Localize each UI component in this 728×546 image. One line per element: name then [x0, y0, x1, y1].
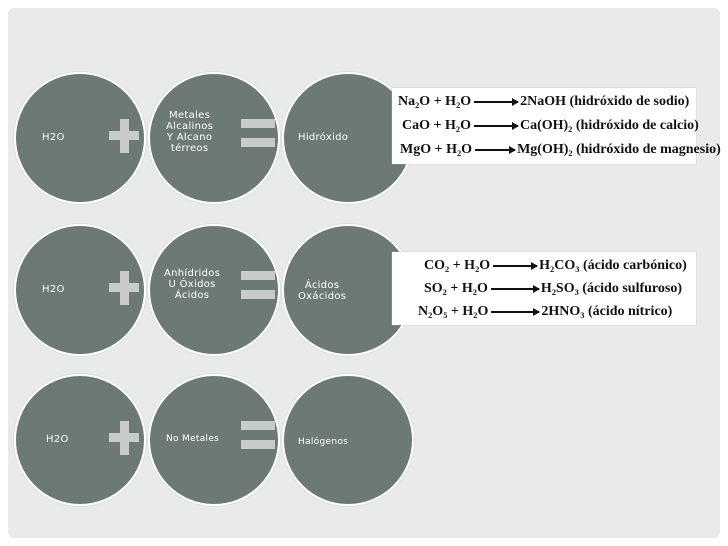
equation-rhs: H₂SO₃ (ácido sulfuroso) — [540, 281, 682, 296]
result-label-2: Ácidos Oxácidos — [298, 280, 347, 302]
equals-icon-3 — [241, 421, 275, 449]
equation-rhs: Ca(OH)₂ (hidróxido de calcio) — [519, 118, 699, 133]
equation-2-3: N₂O₅ + H₂O 2HNO₃ (ácido nítrico) — [418, 304, 672, 320]
equation-lhs: N₂O₅ + H₂O — [418, 304, 489, 319]
equation-1-1: Na₂O + H₂O 2NaOH (hidróxido de sodio) — [398, 94, 689, 110]
result-label-3: Halógenos — [298, 437, 349, 447]
equation-2-1: CO₂ + H₂O H₂CO₃ (ácido carbónico) — [424, 258, 687, 274]
slide: H2O Metales Alcalinos Y Alcano térreos H… — [8, 8, 721, 538]
equals-icon-2 — [241, 271, 275, 299]
result-circle-2: Ácidos Oxácidos — [282, 224, 414, 356]
arrow-icon — [493, 262, 539, 270]
result-label-1: Hidróxido — [298, 132, 349, 143]
arrow-icon — [490, 285, 540, 293]
h2o-label-3: H2O — [46, 434, 69, 445]
equation-rhs: Mg(OH)₂ (hidróxido de magnesio) — [517, 142, 721, 157]
plus-icon-3 — [109, 421, 139, 455]
plus-icon-1 — [109, 119, 139, 153]
equals-icon-1 — [241, 119, 275, 147]
equation-rhs: 2NaOH (hidróxido de sodio) — [520, 94, 690, 109]
arrow-icon — [473, 122, 519, 130]
equation-lhs: CaO + H₂O — [402, 118, 471, 133]
equation-1-2: CaO + H₂O Ca(OH)₂ (hidróxido de calcio) — [402, 118, 699, 134]
result-circle-3: Halógenos — [282, 374, 414, 506]
equation-lhs: MgO + H₂O — [400, 142, 473, 157]
equations-box-2: CO₂ + H₂O H₂CO₃ (ácido carbónico) SO₂ + … — [392, 252, 696, 325]
reactant-label-2: Anhídridos U Óxidos Ácidos — [164, 268, 221, 301]
plus-icon-2 — [109, 271, 139, 305]
equation-1-3: MgO + H₂O Mg(OH)₂ (hidróxido de magnesio… — [400, 142, 721, 158]
h2o-label-2: H2O — [42, 284, 65, 295]
reactant-circle-2: Anhídridos U Óxidos Ácidos — [148, 224, 280, 356]
arrow-icon — [491, 308, 541, 316]
equation-lhs: SO₂ + H₂O — [424, 281, 488, 296]
reactant-label-3: No Metales — [166, 434, 220, 444]
equations-box-1: Na₂O + H₂O 2NaOH (hidróxido de sodio) Ca… — [392, 88, 721, 164]
arrow-icon — [474, 98, 520, 106]
h2o-label-1: H2O — [42, 132, 65, 143]
equation-lhs: Na₂O + H₂O — [398, 94, 472, 109]
equation-rhs: 2HNO₃ (ácido nítrico) — [541, 304, 673, 319]
arrow-icon — [475, 146, 517, 154]
equation-rhs: H₂CO₃ (ácido carbónico) — [539, 258, 687, 273]
equation-lhs: CO₂ + H₂O — [424, 258, 491, 273]
equation-2-2: SO₂ + H₂O H₂SO₃ (ácido sulfuroso) — [424, 281, 682, 297]
reactant-label-1: Metales Alcalinos Y Alcano térreos — [166, 110, 214, 154]
